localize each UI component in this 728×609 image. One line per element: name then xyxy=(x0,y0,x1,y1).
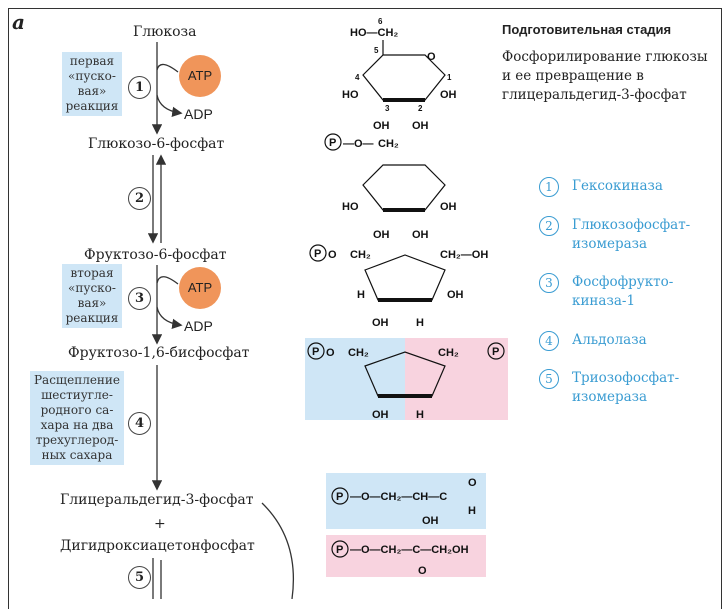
stage-description: Фосфорилирование глюкозы и ее превращени… xyxy=(502,49,708,103)
f6p-linker: O xyxy=(328,249,337,261)
f16bp-oh: OH xyxy=(372,409,389,421)
glucose-oh-c3: OH xyxy=(373,120,390,132)
enzyme-4: 4 Альдолаза xyxy=(539,331,712,351)
plus-sign: + xyxy=(154,516,166,532)
enzyme-5: 5 Триозофосфат-изомераза xyxy=(539,369,712,407)
enzyme-2: 2 Глюкозофосфат-изомераза xyxy=(539,216,712,254)
gap-oh: OH xyxy=(422,515,439,527)
step-number-4: 4 xyxy=(128,412,151,435)
enzyme-number: 1 xyxy=(539,177,559,197)
metabolite-fructose-6-phosphate: Фруктозо-6-фосфат xyxy=(84,247,227,263)
step-number-3: 3 xyxy=(128,287,151,310)
note-sugar-cleavage: Расщепление шестиугле-родного са-хара на… xyxy=(30,371,124,465)
carbon-number-6: 6 xyxy=(378,17,383,26)
f16bp-ch2-right: CH₂ xyxy=(438,347,459,359)
dhap-highlight xyxy=(326,535,486,577)
step-number-2: 2 xyxy=(128,187,151,210)
metabolite-dihydroxyacetone-phosphate: Дигидроксиацетонфосфат xyxy=(60,538,255,554)
glucose-oh-c1: OH xyxy=(440,89,457,101)
enzyme-name: Триозофосфат-изомераза xyxy=(572,370,680,405)
enzyme-name: Глюкозофосфат-изомераза xyxy=(572,217,691,252)
phosphate-symbol: P xyxy=(329,137,336,149)
metabolite-glyceraldehyde-3-phosphate: Глицеральдегид-3-фосфат xyxy=(60,492,254,508)
adp-label-2: ADP xyxy=(184,318,213,334)
phosphate-symbol: P xyxy=(312,346,319,358)
f6p-structure: P O CH₂ CH₂—OH H OH OH H xyxy=(309,244,488,329)
enzyme-number: 4 xyxy=(539,331,559,351)
f16bp-linker: O xyxy=(326,347,335,359)
g6p-oh: OH xyxy=(440,201,457,213)
carbon-number-4: 4 xyxy=(355,73,360,82)
gap-highlight xyxy=(326,473,486,529)
phosphate-symbol: P xyxy=(492,346,499,358)
carbon-number-1: 1 xyxy=(447,73,452,82)
metabolite-glucose-6-phosphate: Глюкозо-6-фосфат xyxy=(88,136,225,152)
f6p-h: H xyxy=(357,289,365,301)
note-first-priming-reaction: первая «пуско-вая» реакция xyxy=(62,52,122,116)
stage-title: Подготовительная стадия xyxy=(502,22,672,37)
carbon-number-5: 5 xyxy=(374,46,379,55)
f6p-ch2oh: CH₂—OH xyxy=(440,249,488,261)
enzyme-3: 3 Фосфофрукто-киназа-1 xyxy=(539,273,712,311)
phosphate-symbol: P xyxy=(336,544,343,556)
g6p-oh-lower: OH xyxy=(373,229,390,241)
g6p-ho: HO xyxy=(342,201,359,213)
f16bp-structure: P O CH₂ CH₂ P OH H xyxy=(307,342,505,421)
g6p-oh-lower-2: OH xyxy=(412,229,429,241)
atp-badge-2: ATP xyxy=(179,267,221,309)
enzyme-name: Альдолаза xyxy=(572,332,647,348)
f6p-oh-lower: OH xyxy=(372,317,389,329)
enzyme-number: 2 xyxy=(539,216,559,236)
dhap-structure: P —O—CH₂—C—CH₂OH O xyxy=(331,540,469,577)
enzyme-name: Фосфофрукто-киназа-1 xyxy=(572,274,674,309)
enzyme-number: 5 xyxy=(539,369,559,389)
gap-structure: P —O—CH₂—CH—C O H OH xyxy=(331,477,477,527)
metabolite-fructose-1-6-bisphosphate: Фруктозо-1,6-бисфосфат xyxy=(68,345,250,361)
metabolite-glucose: Глюкоза xyxy=(133,24,197,40)
note-second-priming-reaction: вторая «пуско-вая» реакция xyxy=(62,264,122,328)
adp-label-1: ADP xyxy=(184,106,213,122)
dhap-formula: —O—CH₂—C—CH₂OH xyxy=(350,544,469,556)
figure-frame xyxy=(8,8,722,609)
glucose-c6: HO—CH₂ xyxy=(350,27,398,39)
carbon-number-2: 2 xyxy=(418,104,423,113)
bisphosphate-left-highlight xyxy=(305,338,405,420)
f6p-ch2: CH₂ xyxy=(350,249,371,261)
carbon-number-3: 3 xyxy=(385,104,390,113)
panel-letter: а xyxy=(12,10,25,34)
pathway-arrows xyxy=(147,42,295,599)
bisphosphate-right-highlight xyxy=(405,338,508,420)
g6p-linker: —O— xyxy=(343,138,374,150)
step-number-5: 5 xyxy=(128,566,151,589)
gap-aldehyde-o: O xyxy=(468,477,477,489)
f6p-h-lower: H xyxy=(416,317,424,329)
g6p-ch2: CH₂ xyxy=(378,138,399,150)
step-number-1: 1 xyxy=(128,76,151,99)
ring-oxygen: O xyxy=(427,51,436,63)
phosphate-symbol: P xyxy=(314,248,321,260)
enzyme-name: Гексокиназа xyxy=(572,178,663,194)
enzyme-1: 1 Гексокиназа xyxy=(539,177,712,197)
gap-aldehyde-h: H xyxy=(468,505,476,517)
dhap-keto-o: O xyxy=(418,565,427,577)
enzyme-number: 3 xyxy=(539,273,559,293)
f16bp-h: H xyxy=(416,409,424,421)
g6p-structure: P —O— CH₂ HO OH OH OH xyxy=(324,133,457,241)
atp-badge-1: ATP xyxy=(179,55,221,97)
glucose-structure: HO—CH₂ 6 5 O 1 4 3 2 HO OH OH OH xyxy=(342,17,457,132)
glucose-ho-c4: HO xyxy=(342,89,359,101)
gap-formula: —O—CH₂—CH—C xyxy=(350,491,447,503)
glucose-oh-c2: OH xyxy=(412,120,429,132)
f16bp-ch2-left: CH₂ xyxy=(348,347,369,359)
f6p-oh: OH xyxy=(447,289,464,301)
phosphate-symbol: P xyxy=(336,491,343,503)
